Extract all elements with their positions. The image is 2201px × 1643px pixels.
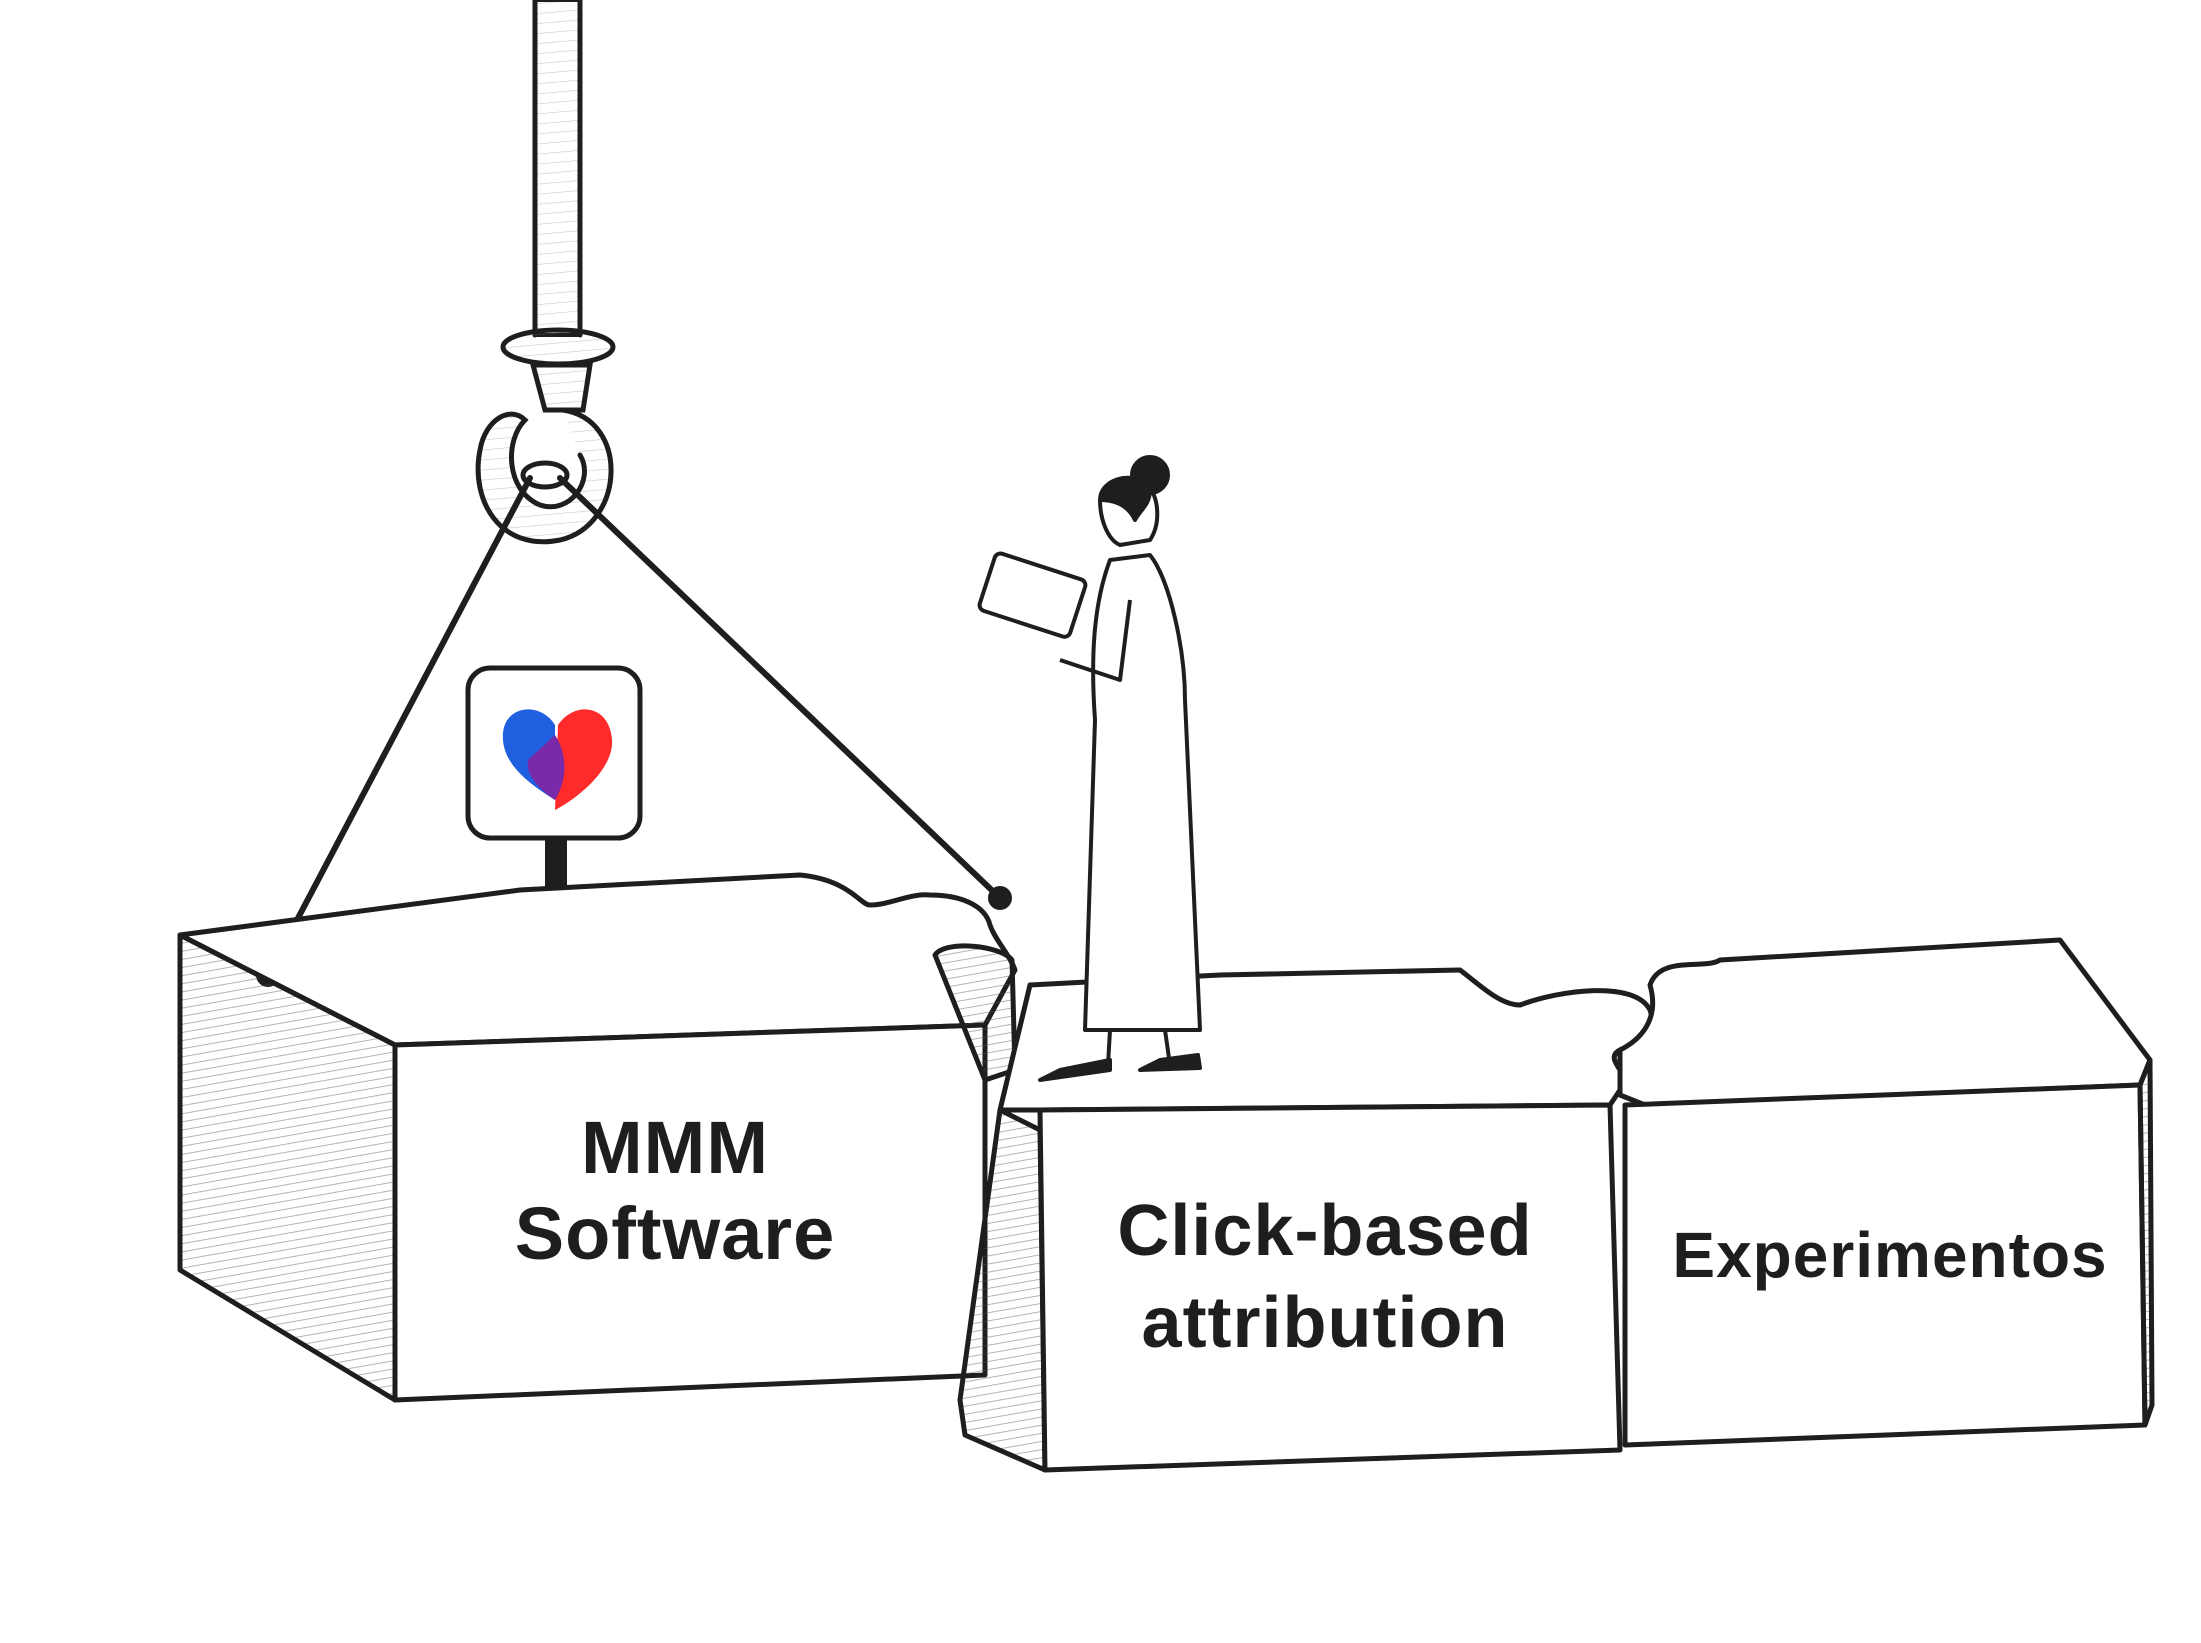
- crane-hook: [475, 0, 616, 545]
- arm: [1059, 599, 1132, 682]
- hair: [1098, 477, 1152, 522]
- block-experimentos: [1617, 937, 2155, 1448]
- hook-curve: [475, 407, 614, 545]
- hook-collar: [500, 327, 616, 367]
- block-click-left-face: [957, 1107, 1048, 1473]
- rope-left: [265, 475, 533, 978]
- logo-purple-shape: [527, 735, 565, 800]
- experimentos-label: Experimentos: [1640, 1215, 2140, 1295]
- click-label-line1: Click-based: [1117, 1191, 1533, 1271]
- exp-label-line1: Experimentos: [1672, 1219, 2108, 1291]
- block-exp-top: [1617, 937, 2153, 1108]
- logo-red-shape: [555, 709, 613, 810]
- mmm-software-label: MMM Software: [470, 1105, 880, 1277]
- block-mmm-software: [177, 872, 1018, 1403]
- rope-knot-right: [988, 886, 1012, 910]
- heart-logo-icon: [502, 709, 613, 810]
- dress: [1083, 553, 1202, 1032]
- tablet: [977, 551, 1088, 639]
- woman-figure: [977, 455, 1202, 1082]
- block-exp-right-edge: [2137, 1057, 2155, 1428]
- mmm-label-line2: Software: [514, 1192, 836, 1275]
- mmm-label-line1: MMM: [581, 1106, 769, 1189]
- crane-cable: [533, 0, 582, 337]
- shoes: [1038, 1053, 1202, 1082]
- hook-shank: [529, 362, 593, 413]
- block-mmm-top: [177, 872, 1018, 1048]
- click-label-line2: attribution: [1141, 1283, 1509, 1363]
- rope-loop: [520, 460, 570, 490]
- click-based-attribution-label: Click-based attribution: [1065, 1185, 1585, 1369]
- block-click-front-face: [1037, 1102, 1623, 1473]
- block-mmm-tab: [932, 943, 1018, 1083]
- rope-right: [557, 475, 1003, 901]
